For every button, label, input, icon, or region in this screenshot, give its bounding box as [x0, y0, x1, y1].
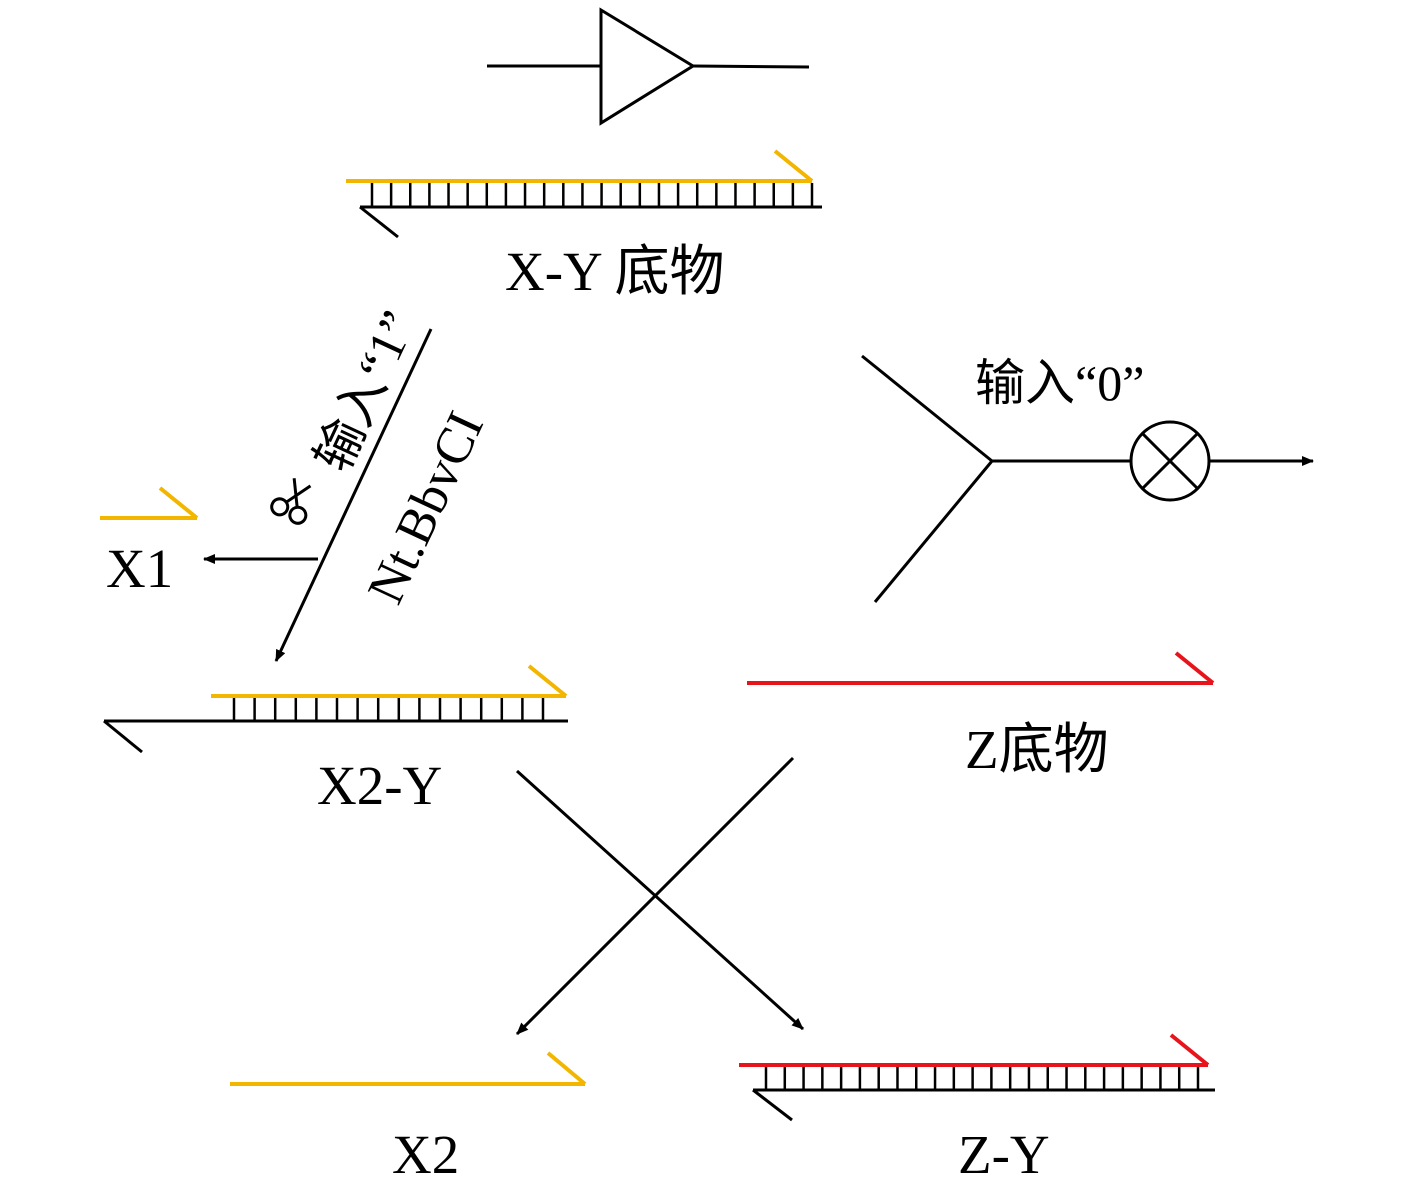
input-one-label: 输入“1” — [304, 302, 426, 479]
xy-base-pairs — [370, 183, 814, 206]
xy-substrate-duplex — [346, 149, 822, 239]
scissors-icon — [270, 478, 312, 525]
enzyme-label: Nt.BbvCI — [357, 403, 495, 612]
x2y-black-strand — [103, 719, 568, 754]
zy-black-strand — [752, 1088, 1215, 1122]
zy-label: Z-Y — [958, 1124, 1050, 1181]
x2y-duplex — [103, 664, 568, 754]
x2-strand — [230, 1051, 587, 1086]
zy-duplex — [739, 1033, 1215, 1122]
buffer-gate-icon — [487, 7, 810, 126]
input-zero-label: 输入“0” — [975, 355, 1144, 411]
circled-x-icon — [1129, 420, 1211, 502]
z-substrate-label: Z底物 — [965, 719, 1109, 780]
strand-exchange-arrows — [515, 756, 805, 1036]
zy-base-pairs — [764, 1067, 1200, 1089]
xy-yellow-strand — [346, 149, 814, 183]
z-substrate-strand — [747, 651, 1215, 685]
xy-substrate-label: X-Y 底物 — [505, 241, 724, 302]
x2y-label: X2-Y — [317, 755, 442, 816]
x1-label: X1 — [106, 538, 173, 599]
xy-black-strand — [359, 205, 822, 239]
x1-strand — [100, 486, 199, 520]
x2y-yellow-strand — [211, 664, 568, 698]
input-one-pathway — [203, 328, 433, 662]
x2y-base-pairs — [232, 698, 545, 720]
input-one-arrow — [274, 328, 433, 662]
zy-formation-arrow — [515, 769, 805, 1031]
x2-label: X2 — [392, 1124, 459, 1181]
zy-red-strand — [739, 1033, 1210, 1067]
